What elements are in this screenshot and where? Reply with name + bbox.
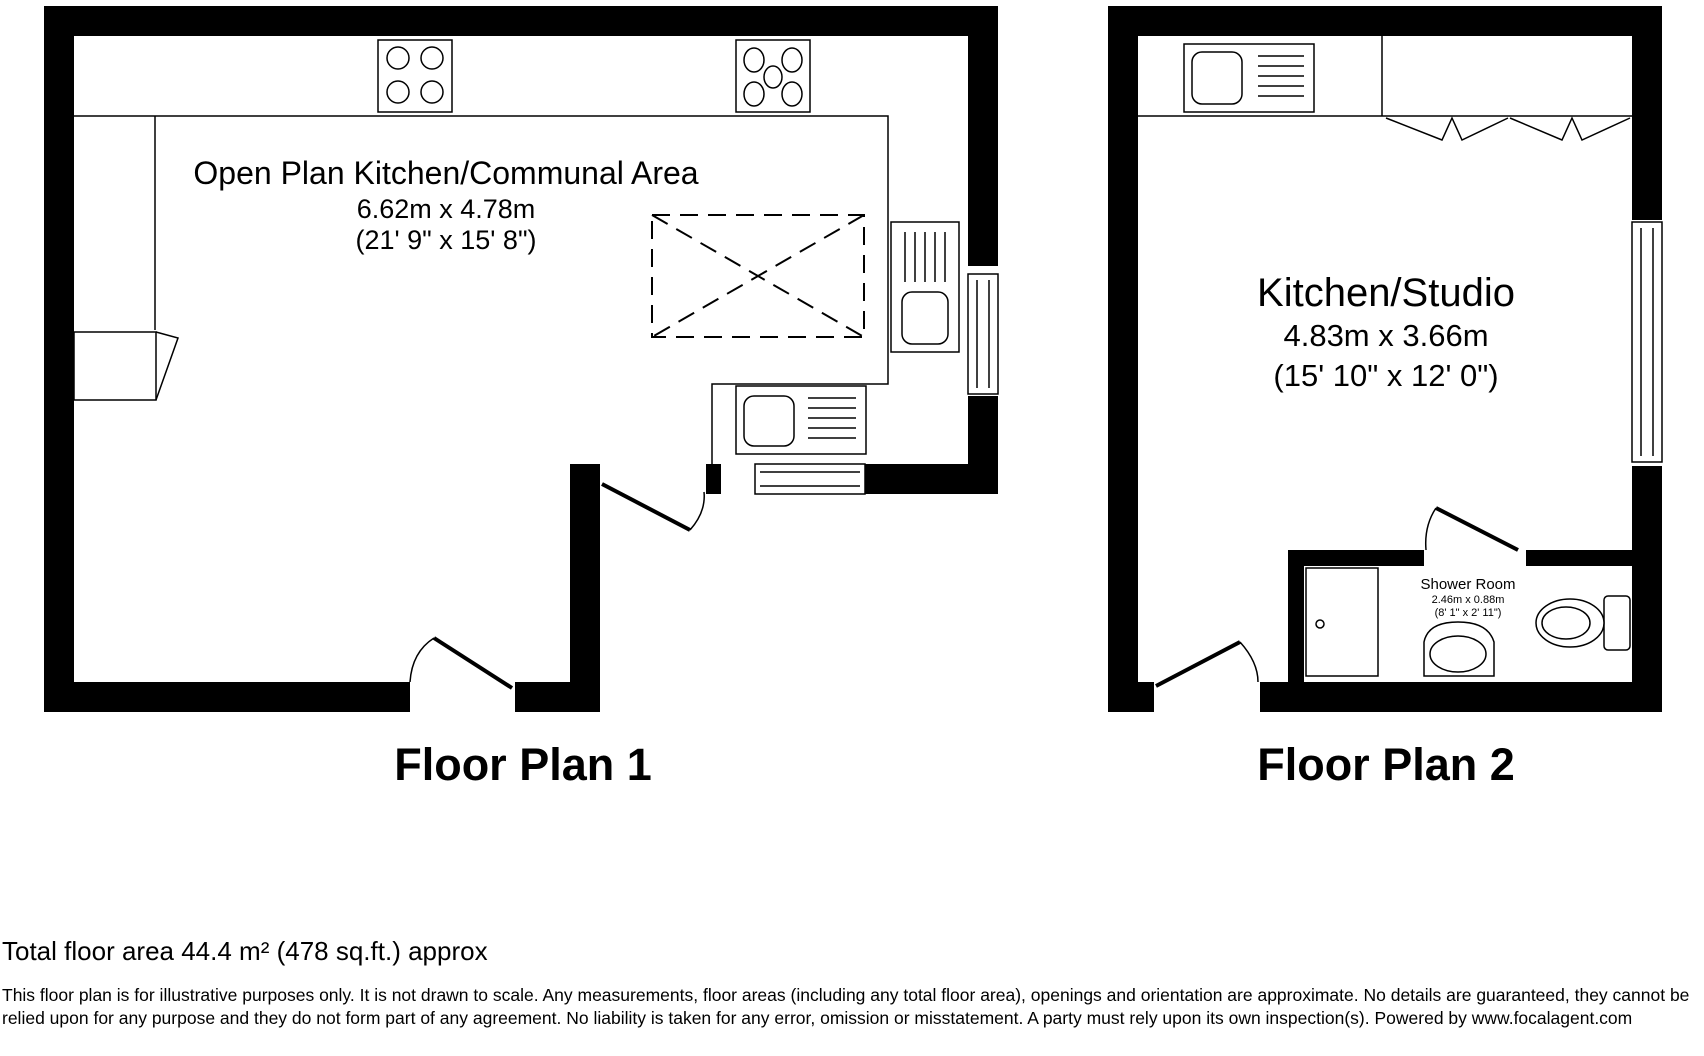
- total-floor-area: Total floor area 44.4 m² (478 sq.ft.) ap…: [2, 936, 488, 966]
- plan-2-walls: [1108, 6, 1662, 712]
- sink-bottom-icon: [735, 385, 867, 455]
- plan-1-worktop: [74, 115, 889, 464]
- plan-2-room-dimensions-imperial: (15' 10" x 12' 0"): [1273, 358, 1498, 393]
- sink-plan-2-icon: [1183, 43, 1315, 113]
- toilet-icon: [1535, 595, 1631, 651]
- plan-1-room-name: Open Plan Kitchen/Communal Area: [193, 155, 698, 191]
- floor-plan-2: Kitchen/Studio 4.83m x 3.66m (15' 10" x …: [1108, 6, 1663, 790]
- hob-right-icon: [735, 39, 811, 113]
- window-right-icon: [967, 273, 999, 395]
- sink-right-icon: [890, 221, 960, 353]
- plan-1-room-dimensions-imperial: (21' 9" x 15' 8"): [355, 225, 536, 255]
- shower-room-name: Shower Room: [1420, 576, 1515, 593]
- hob-left-icon: [377, 39, 453, 113]
- plan-1-room-dimensions-metric: 6.62m x 4.78m: [357, 194, 536, 224]
- skylight-icon: [651, 214, 865, 338]
- door-bottom-icon: [409, 636, 514, 690]
- plan-2-room-dimensions-metric: 4.83m x 3.66m: [1283, 318, 1488, 353]
- plan-1-title: Floor Plan 1: [394, 739, 652, 790]
- plan-2-title: Floor Plan 2: [1257, 739, 1515, 790]
- stair-opening-icon: [73, 331, 179, 401]
- shower-tray-icon: [1305, 567, 1379, 677]
- plan-1-walls: [44, 6, 998, 712]
- floor-plan-1: Open Plan Kitchen/Communal Area 6.62m x …: [44, 6, 999, 790]
- washbasin-icon: [1423, 621, 1495, 677]
- shower-room-dimensions-metric: 2.46m x 0.88m: [1432, 594, 1505, 606]
- door-plan-2-entry-icon: [1155, 640, 1259, 688]
- door-shower-room-icon: [1424, 506, 1519, 552]
- wardrobe-doors-icon: [1385, 116, 1631, 142]
- window-plan-2-icon: [1631, 221, 1663, 463]
- disclaimer-text: This floor plan is for illustrative purp…: [2, 985, 1690, 1028]
- plan-2-worktop: [1138, 36, 1632, 117]
- plan-2-room-name: Kitchen/Studio: [1257, 271, 1515, 315]
- shower-room-dimensions-imperial: (8' 1" x 2' 11"): [1435, 607, 1502, 619]
- window-bottom-icon: [754, 463, 866, 495]
- door-inner-icon: [601, 482, 705, 532]
